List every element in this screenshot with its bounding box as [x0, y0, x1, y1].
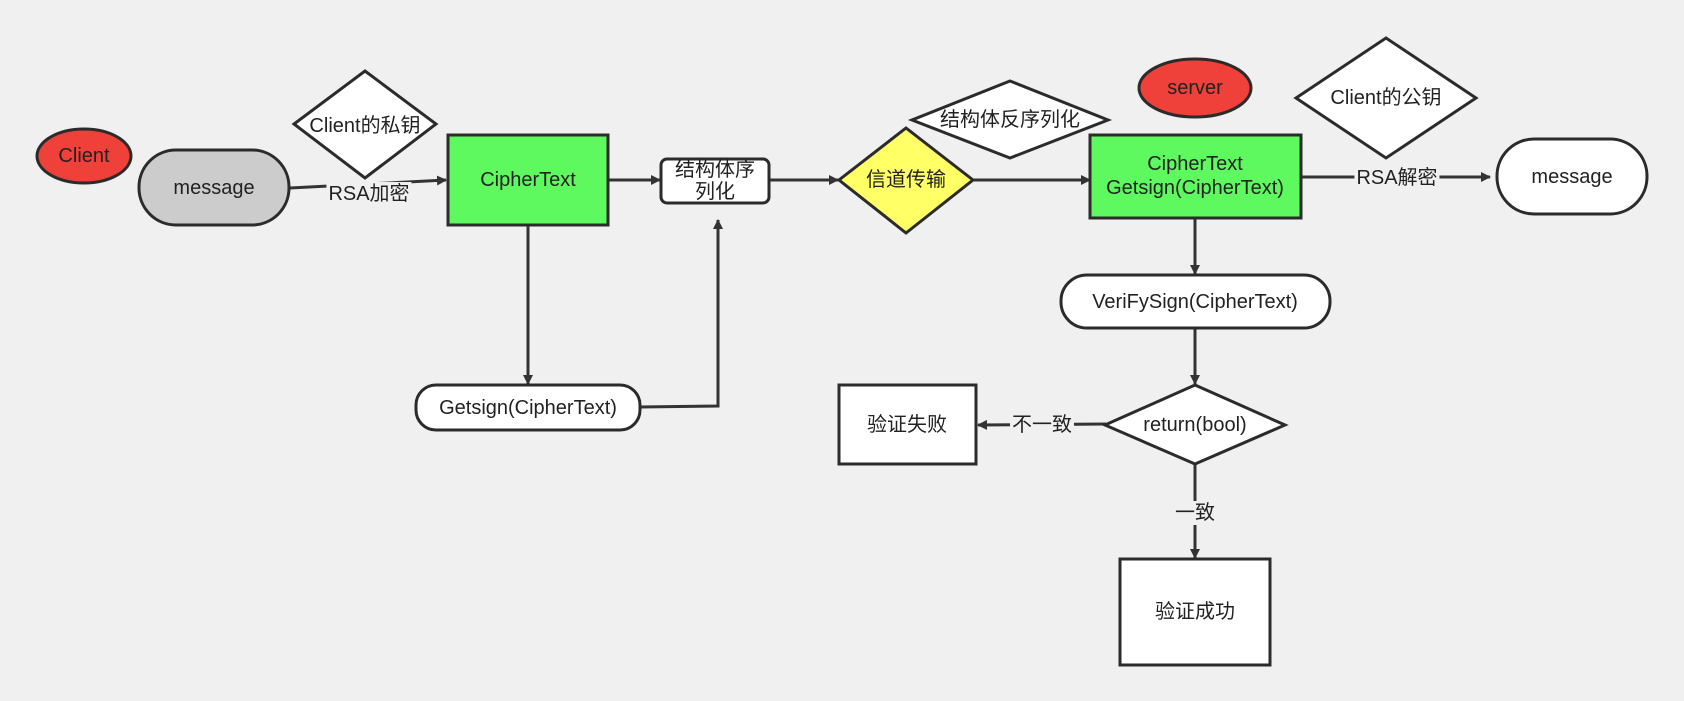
message-in-shape	[137, 148, 291, 227]
message-out-shape	[1495, 137, 1649, 216]
client-ellipse	[35, 127, 133, 185]
ciphertext-label: CipherText	[480, 169, 576, 191]
verify-shape	[1059, 273, 1332, 330]
deserialize-label: 结构体反序列化	[940, 109, 1080, 131]
verify-success-box	[1118, 557, 1272, 667]
message-out-label: message	[1531, 166, 1613, 188]
getsign-shape	[414, 383, 642, 432]
server-label: server	[1167, 77, 1223, 99]
server-cipher-box	[1088, 133, 1303, 220]
client-public-key-label: Client的公钥	[1330, 87, 1442, 109]
channel-label: 信道传输	[866, 169, 946, 191]
verify-fail-label: 验证失败	[867, 414, 947, 436]
server-cipher-label: CipherText Getsign(CipherText)	[1106, 153, 1284, 199]
edge-label-rsa-encrypt: RSA加密	[326, 182, 412, 206]
return-bool-diamond	[1101, 383, 1289, 466]
verify-fail-box	[837, 383, 978, 466]
getsign-label: Getsign(CipherText)	[439, 397, 617, 419]
serialize-box	[659, 157, 771, 205]
serialize-label: 结构体序 列化	[675, 159, 755, 203]
client-private-key-label: Client的私钥	[309, 115, 421, 137]
server-ellipse	[1137, 57, 1253, 119]
client-private-key-diamond	[291, 69, 439, 180]
ciphertext-box	[446, 133, 610, 227]
edge-getsign-to-serialize	[639, 219, 723, 409]
deserialize-diamond	[907, 79, 1113, 160]
verify-label: VeriFySign(CipherText)	[1092, 291, 1298, 313]
return-bool-label: return(bool)	[1143, 414, 1247, 436]
client-public-key-diamond	[1293, 36, 1479, 160]
verify-success-label: 验证成功	[1155, 601, 1235, 623]
edge-label-match: 一致	[1173, 501, 1217, 525]
message-in-label: message	[173, 177, 255, 199]
client-label: Client	[58, 145, 110, 167]
edge-label-rsa-decrypt: RSA解密	[1354, 166, 1440, 190]
channel-diamond	[836, 126, 976, 235]
edge-label-mismatch: 不一致	[1010, 413, 1074, 437]
